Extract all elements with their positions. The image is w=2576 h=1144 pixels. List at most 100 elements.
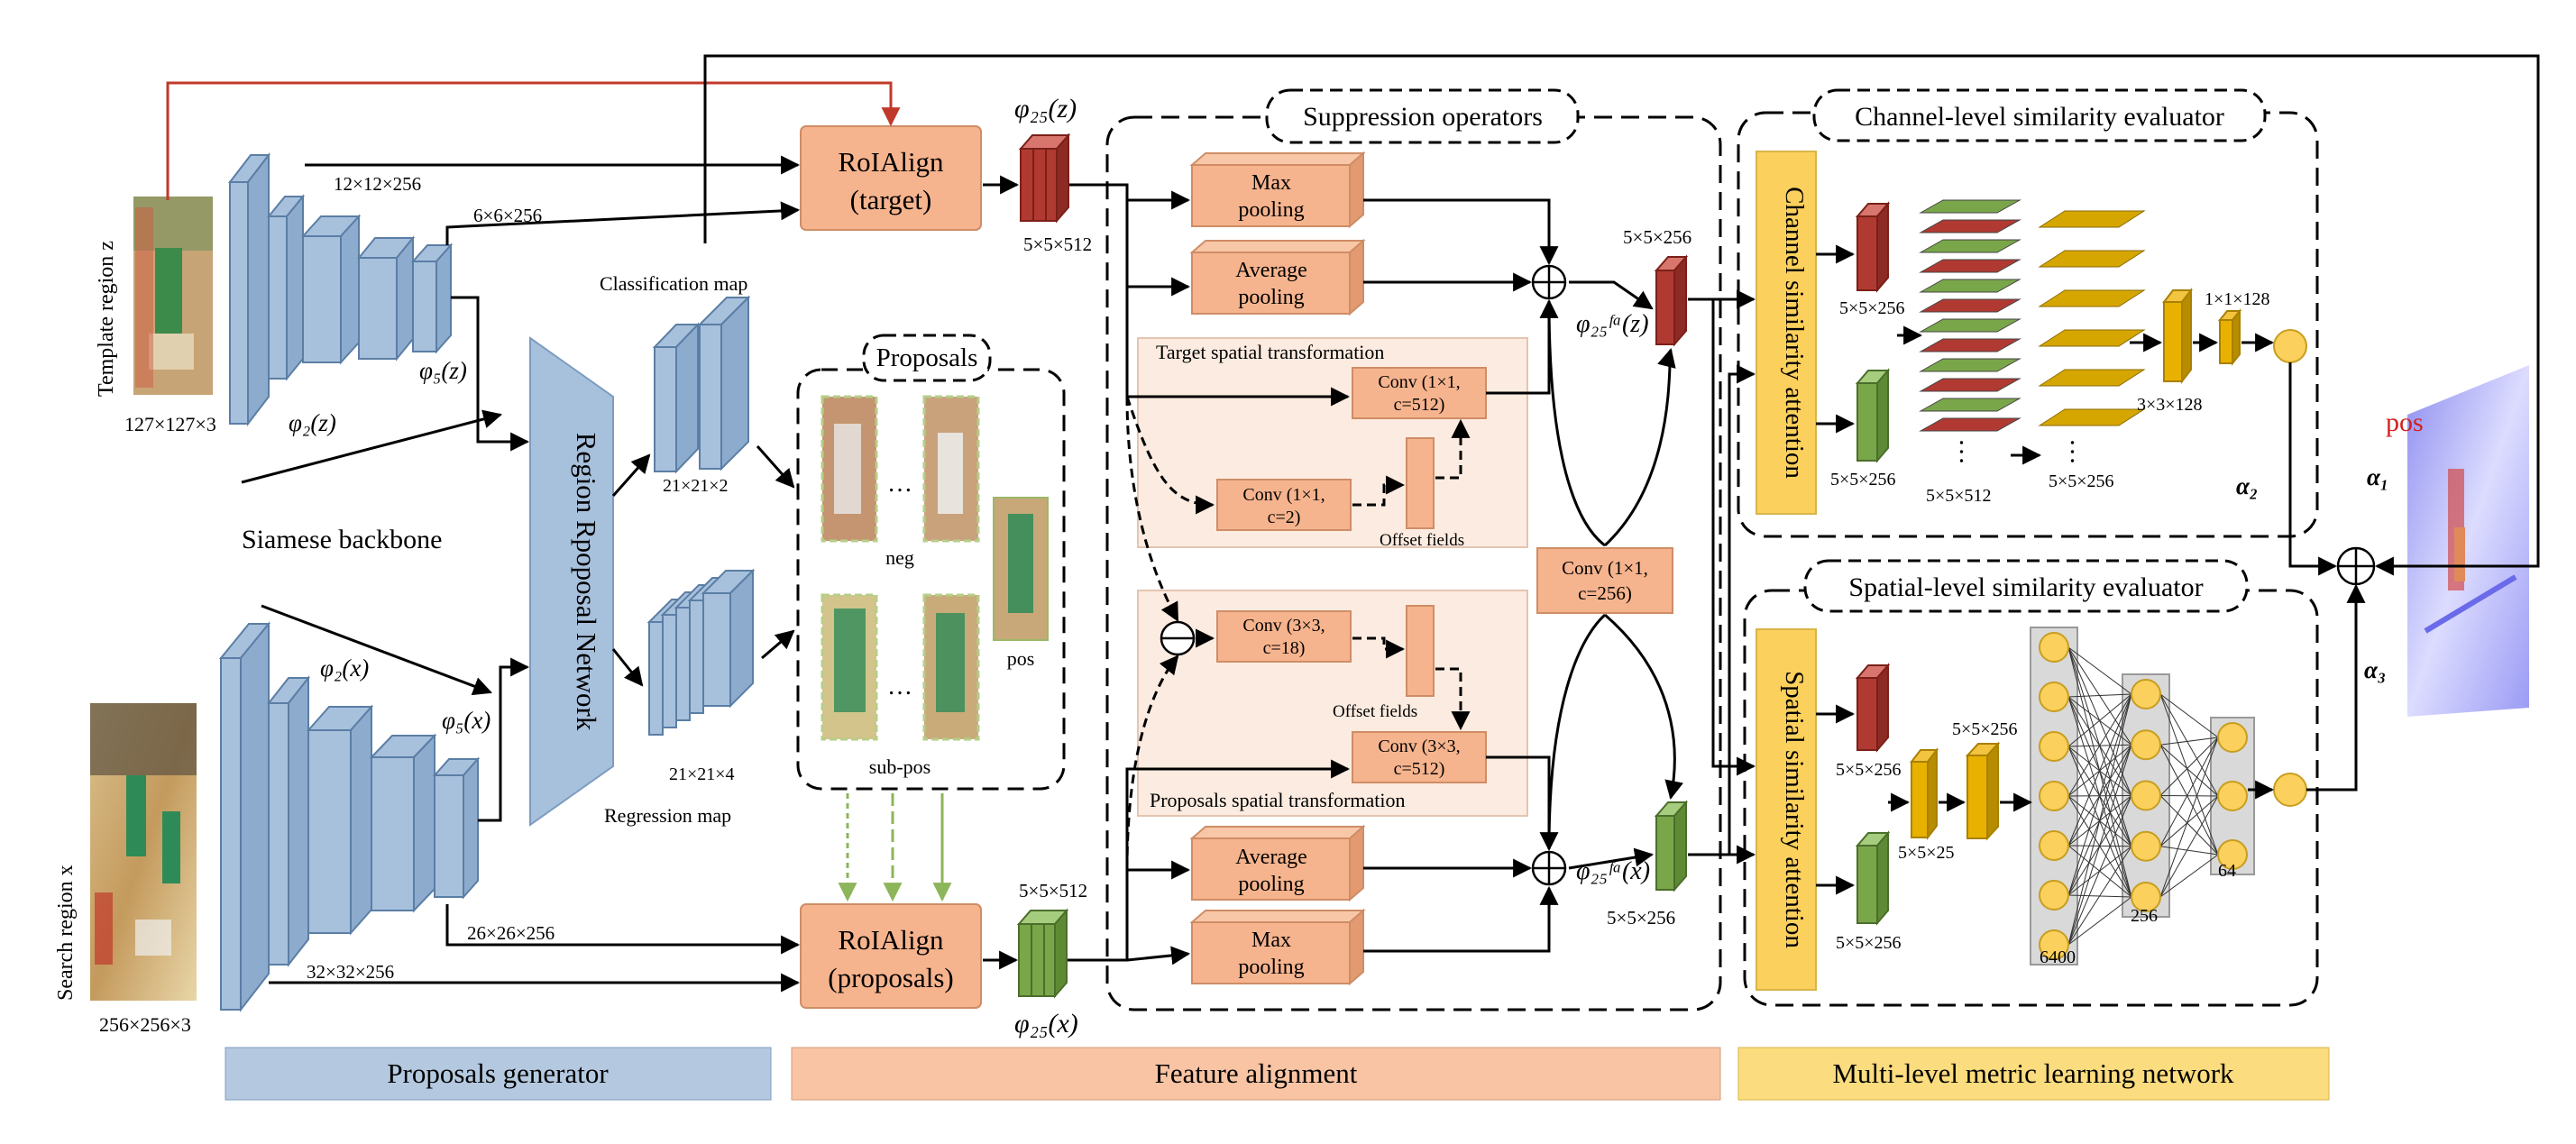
gold-slice [2038,289,2146,307]
ch-dim-f: 1×1×128 [2205,289,2270,309]
dim-roi-bottom: 5×5×512 [1019,880,1087,901]
phi-fa-z-feature [1654,254,1689,347]
phi25z-feature-stack [1018,133,1071,224]
stack-slice [1919,338,2021,352]
mlp-edge [2067,795,2132,898]
regression-map [646,568,756,736]
search-region-label: Search region x [54,865,78,1001]
channel-evaluator-box: Channel-level similarity evaluator [1737,88,2319,538]
channel-evaluator-title: Channel-level similarity evaluator [1855,102,2224,132]
mlp-neuron [2039,731,2069,762]
roialign-target: RoIAlign (target) [800,125,982,231]
avg-pool-top [1189,238,1366,316]
gold-slice [2038,408,2146,426]
roialign-target-line1: RoIAlign [838,146,944,178]
conv-1x1-2: Conv (1×1, c=2) [1216,479,1352,531]
offset-fields-top-label: Offset fields [1380,531,1464,550]
mlp-edge [2159,693,2219,797]
conv-1x1-512-top: Conv (1×1, c=512) [1352,367,1487,419]
phi-fa-z-label: φ₂₅ᶠᵃ(z) [1576,310,1649,338]
roialign-proposals-line1: RoIAlign [838,924,944,956]
phi5z-label: φ₅(z) [419,357,467,384]
roialign-proposals-line2: (proposals) [828,962,953,993]
gold-slice [2038,369,2146,387]
mlp-edge [2159,795,2219,847]
sp-dim-d: 5×5×256 [1952,719,2018,739]
mlp-edge [2159,744,2219,797]
ch-dim-c: 5×5×512 [1926,486,1992,506]
phi25z-label: φ₂₅(z) [1014,94,1077,124]
mlp-edge [2067,693,2132,847]
conv-3x3-18: Conv (3×3, c=18) [1216,610,1352,663]
conv-1x1-256-b: c=256) [1578,582,1632,604]
mlp-neuron [2039,929,2069,960]
phi5x-label: φ₅(x) [442,707,490,734]
mlp-edge [2159,795,2219,797]
offset-field-bottom [1406,605,1435,697]
conv-1x1-256-a: Conv (1×1, [1562,557,1648,579]
mlp-edge [2159,745,2219,856]
channel-attention-bar [1756,151,1817,515]
mlp-edge [2067,693,2132,896]
sum-node-bottom [1531,850,1567,886]
offset-fields-bottom-label: Offset fields [1333,702,1417,721]
phi2x-label: φ₂(x) [320,654,369,682]
search-size-label: 256×256×3 [99,1013,191,1036]
conv-3x3-512-a: Conv (3×3, [1378,737,1460,756]
cls-dim-label: 21×21×2 [663,476,729,496]
mlp-edge [2067,693,2132,747]
conv-1x1-512-b: c=512) [1394,395,1445,415]
max-pool-bottom-l1: Max [1251,929,1291,952]
conv-3x3-18-b: c=18) [1263,638,1306,658]
avg-pool-top-l2: pooling [1238,286,1304,309]
mlp-n3: 64 [2218,861,2236,881]
alpha3-label: α₃ [2364,656,2386,683]
max-pool-top-l2: pooling [1238,198,1304,222]
avg-pool-bottom-l1: Average [1235,846,1307,869]
gold-slice [2038,250,2146,268]
channel-output-node [2273,329,2307,363]
output-image [2407,365,2529,717]
stack-slice [1919,279,2021,293]
conv-1x1-256: Conv (1×1, c=256) [1536,547,1673,614]
sum-node-top [1531,264,1567,300]
proposals-transform-label: Proposals spatial transformation [1150,789,1406,811]
template-size-label: 127×127×3 [124,413,216,435]
proposals-box: Proposals … neg pos … sub-pos [796,334,1066,791]
siamese-backbone-label: Siamese backbone [242,525,442,554]
stack-slice [1919,318,2021,333]
gold-slice [2038,329,2146,347]
channel-input-green [1855,368,1891,463]
mlp-n2: 256 [2131,906,2158,926]
mlp-edge [2159,693,2219,856]
ch-dim-e: 3×3×128 [2137,395,2203,415]
spatial-mlp [2030,627,2255,966]
pos-label: pos [1007,647,1035,670]
suppression-title: Suppression operators [1303,102,1543,132]
backbone-search-branch [218,621,481,1012]
mlp-edge [2159,737,2219,796]
mlp-edge [2159,795,2219,898]
stack-slice [1919,358,2021,372]
proposals-title: Proposals [876,343,978,372]
mlp-n1: 6400 [2040,947,2076,967]
conv-3x3-512-b: c=512) [1394,759,1445,779]
connections [166,54,2540,993]
conv-3x3-512: Conv (3×3, c=512) [1352,731,1487,783]
proposal-to-roi-arrows [838,793,952,902]
subpos-dots: … [887,673,912,700]
mlp-edge [2067,693,2132,797]
neg-dots: … [887,470,912,498]
gold-slice [2038,210,2146,228]
mlp-neuron [2217,839,2248,870]
alpha1-label: α₁ [2367,463,2388,490]
mlp-neuron [2039,830,2069,861]
alpha2-label: α₂ [2236,472,2258,499]
phi25x-label: φ₂₅(x) [1014,1009,1078,1039]
ch-gold-dots: … [2065,438,2095,465]
mlp-edge [2159,693,2219,738]
mlp-edge [2159,846,2219,856]
spatial-input-green [1855,830,1891,926]
mlp-edge [2159,854,2219,898]
template-image [133,197,213,395]
